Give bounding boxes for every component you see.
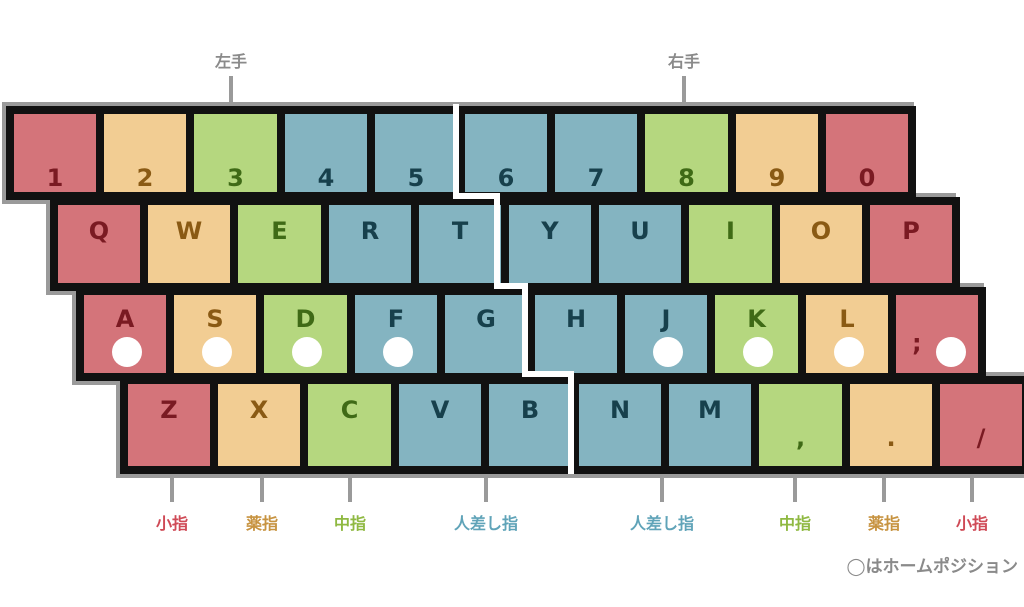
key-label: F (387, 305, 405, 333)
key-label: J (661, 305, 671, 333)
finger-tick (660, 478, 664, 502)
key-label: Q (88, 217, 110, 245)
key-label: I (726, 217, 735, 245)
key-label: S (206, 305, 224, 333)
key-label: 6 (497, 164, 515, 192)
key-label: 3 (227, 164, 244, 192)
key-label: C (340, 396, 359, 424)
home-position-dot (383, 337, 413, 367)
finger-label-index: 人差し指 (629, 514, 695, 533)
key-label: . (886, 424, 896, 452)
key-label: ; (912, 329, 922, 357)
key-w: W (140, 197, 238, 291)
home-position-dot (834, 337, 864, 367)
key-label: E (271, 217, 288, 245)
key-2: 2 (96, 106, 194, 200)
key-b: B (481, 376, 579, 474)
key-label: L (839, 305, 855, 333)
finger-tick (793, 478, 797, 502)
key-8: 8 (637, 106, 736, 200)
key-label: Y (541, 217, 559, 245)
key-label: K (747, 305, 766, 333)
key-label: P (902, 217, 920, 245)
key-a: A (76, 287, 174, 381)
finger-label-ring: 薬指 (245, 514, 279, 533)
key-comma: , (751, 376, 850, 474)
right-hand-label: 右手 (667, 52, 701, 71)
key-label: 1 (46, 164, 64, 192)
finger-tick (882, 478, 886, 502)
finger-tick (260, 478, 264, 502)
home-position-dot (112, 337, 142, 367)
home-position-dot (202, 337, 232, 367)
key-label: A (115, 305, 135, 333)
finger-label-ring: 薬指 (867, 514, 901, 533)
finger-label-index: 人差し指 (453, 514, 519, 533)
right-hand-tick (682, 76, 686, 102)
finger-tick (484, 478, 488, 502)
key-label: 9 (768, 164, 786, 192)
key-label: X (249, 396, 269, 424)
home-position-dot (653, 337, 683, 367)
finger-label-middle: 中指 (778, 514, 812, 533)
left-hand-label: 左手 (214, 52, 248, 71)
finger-label-pinky: 小指 (155, 514, 189, 533)
key-9: 9 (728, 106, 826, 200)
key-label: H (565, 305, 587, 333)
key-label: Z (160, 396, 178, 424)
key-label: 0 (858, 164, 876, 192)
home-position-dot (936, 337, 966, 367)
home-position-note: ◯はホームポジション (846, 557, 1018, 577)
key-label: M (698, 396, 722, 424)
key-label: N (609, 396, 631, 424)
finger-label-middle: 中指 (333, 514, 367, 533)
key-label: 5 (407, 164, 425, 192)
key-label: V (430, 396, 450, 424)
left-hand-tick (229, 76, 233, 102)
key-label: D (295, 305, 316, 333)
key-label: 4 (317, 164, 335, 192)
key-label: R (360, 217, 380, 245)
key-label: , (795, 424, 806, 452)
key-label: 2 (136, 164, 154, 192)
key-0: 0 (818, 106, 916, 200)
key-label: W (175, 217, 203, 245)
home-position-dot (292, 337, 322, 367)
home-position-dot (743, 337, 773, 367)
key-slash: / (932, 376, 1024, 474)
key-label: G (476, 305, 496, 333)
key-label: T (451, 217, 469, 245)
key-label: 7 (587, 164, 605, 192)
finger-tick (970, 478, 974, 502)
key-label: 8 (678, 164, 695, 192)
key-t: T (411, 197, 509, 291)
finger-tick (170, 478, 174, 502)
finger-tick (348, 478, 352, 502)
key-3: 3 (186, 106, 285, 200)
key-label: B (520, 396, 540, 424)
finger-label-pinky: 小指 (955, 514, 989, 533)
key-label: O (810, 217, 832, 245)
key-label: U (630, 217, 650, 245)
key-v: V (391, 376, 489, 474)
key-x: X (210, 376, 308, 474)
key-label: / (976, 424, 986, 452)
